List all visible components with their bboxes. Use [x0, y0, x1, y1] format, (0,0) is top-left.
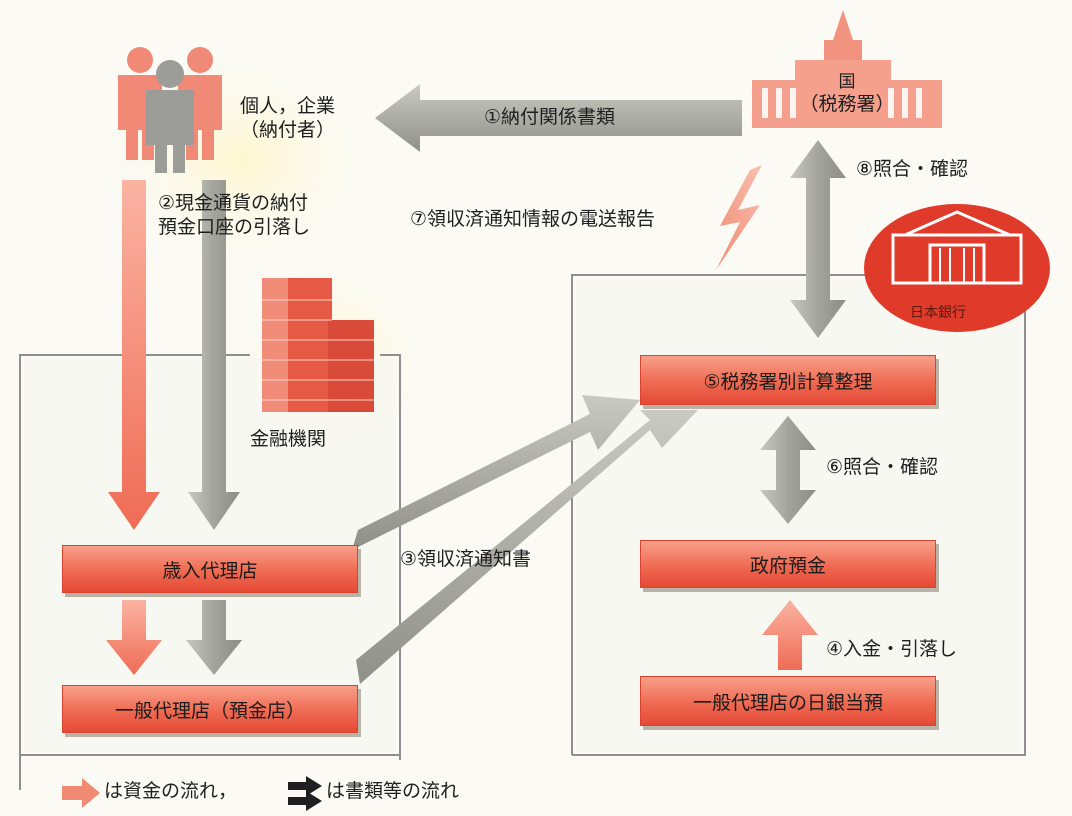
- people-icon: [118, 47, 222, 173]
- arrow-4-money: [762, 600, 818, 670]
- flow-6-label: ⑥照合・確認: [826, 456, 939, 478]
- financial-institution-label: 金融機関: [250, 428, 327, 450]
- arrow-1-docs: [375, 84, 742, 152]
- flow-2-line2: 預金口座の引落し: [158, 215, 311, 238]
- flow-4-label: ④入金・引落し: [826, 638, 958, 660]
- arrow-agent-docs: [186, 600, 242, 675]
- legend-docs-arrow: [288, 776, 322, 811]
- arrow-2-docs: [188, 180, 240, 530]
- arrow-8-docs: [790, 140, 846, 338]
- flow-3-label: ③領収済通知書: [400, 548, 532, 570]
- tax-office-label: 国 （税務署）: [782, 72, 912, 117]
- box-revenue-agent: 歳入代理店: [62, 545, 358, 593]
- legend-money-label: は資金の流れ，: [104, 780, 238, 802]
- arrow-3a-docs: [352, 395, 640, 550]
- legend-docs-label: は書類等の流れ: [326, 780, 460, 802]
- flow-1-label: ①納付関係書類: [484, 106, 616, 128]
- flow-2-label: ②現金通貨の納付 預金口座の引落し: [158, 192, 310, 240]
- arrow-agent-money: [106, 600, 162, 675]
- arrow-3b-docs: [356, 410, 698, 684]
- arrow-2-money: [108, 180, 160, 530]
- box-general-agent-boj: 一般代理店の日銀当預: [640, 676, 936, 726]
- flow-8-label: ⑧照合・確認: [856, 158, 969, 180]
- boj-label: 日本銀行: [910, 305, 966, 321]
- taxpayer-line2: （納付者）: [239, 118, 335, 141]
- flow-7-label: ⑦領収済通知情報の電送報告: [410, 208, 656, 230]
- lightning-7: [716, 165, 762, 270]
- legend-money-arrow: [62, 778, 100, 808]
- box-tax-office-calc: ⑤税務署別計算整理: [640, 355, 936, 405]
- taxpayer-line1: 個人，企業: [239, 95, 335, 117]
- bank-building: [262, 278, 374, 412]
- boj-emblem: [864, 204, 1050, 332]
- box-government-deposit: 政府預金: [640, 540, 936, 588]
- box-general-agent: 一般代理店（預金店）: [62, 685, 358, 733]
- arrow-6-docs: [760, 416, 816, 524]
- flow-2-line1: ②現金通貨の納付: [158, 192, 309, 214]
- tax-office-line2: （税務署）: [799, 93, 895, 116]
- tax-office-line1: 国: [838, 72, 856, 92]
- tax-office-building: [752, 10, 942, 128]
- taxpayer-label: 個人，企業 （納付者）: [225, 95, 350, 143]
